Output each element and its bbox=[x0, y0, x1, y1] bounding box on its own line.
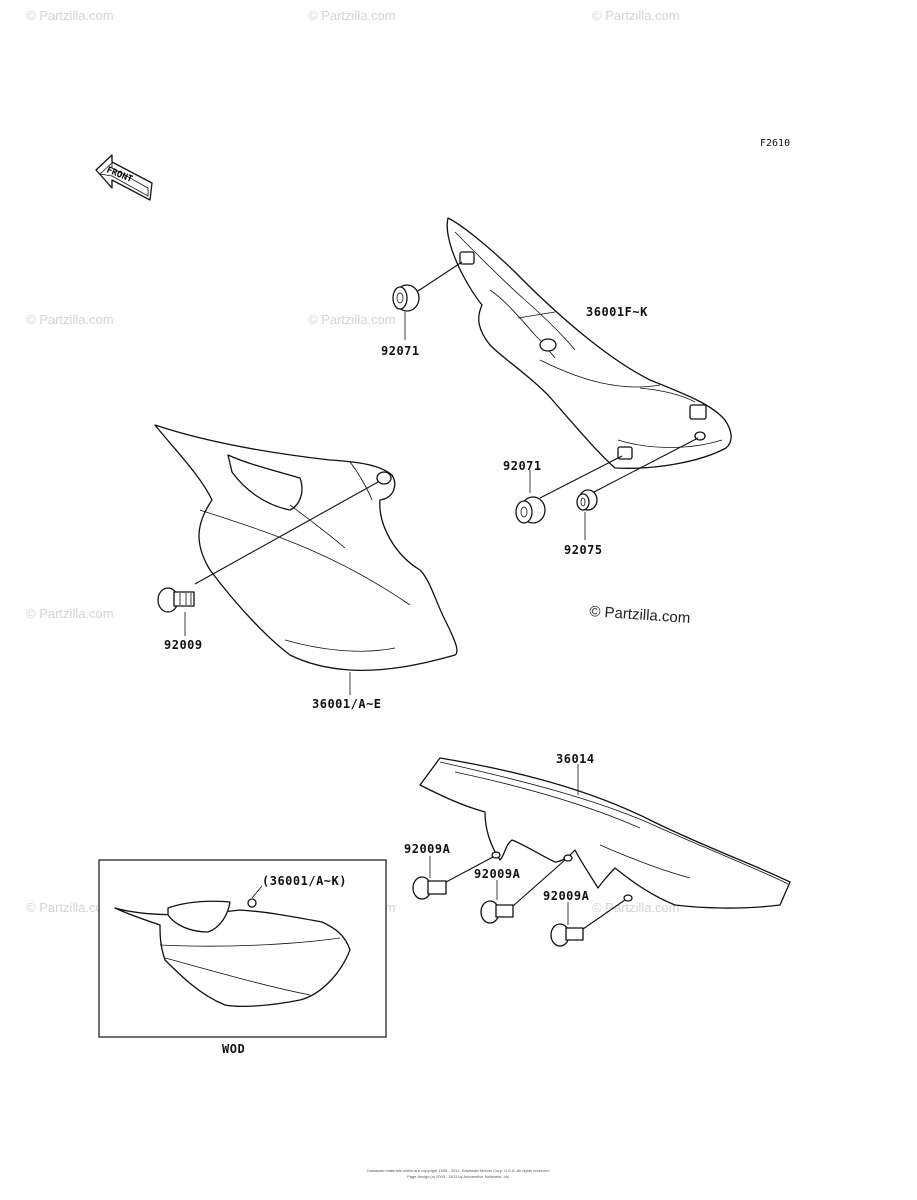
callout-36014: 36014 bbox=[556, 752, 595, 766]
callout-92071-top: 92071 bbox=[381, 344, 420, 358]
watermark: © Partzilla.com bbox=[26, 8, 114, 23]
watermark: © Partzilla.com bbox=[26, 900, 114, 915]
grommet-92071-top bbox=[392, 261, 463, 312]
figure-code: F2610 bbox=[760, 138, 791, 149]
watermark: © Partzilla.com bbox=[26, 606, 114, 621]
callout-36001f-k: 36001F~K bbox=[586, 305, 648, 319]
callout-36001-a-e: 36001/A~E bbox=[312, 697, 382, 711]
bolt-92009a-3 bbox=[550, 899, 626, 947]
callout-92009a-3: 92009A bbox=[543, 889, 590, 903]
watermark: © Partzilla.com bbox=[592, 8, 680, 23]
watermark: © Partzilla.com bbox=[308, 8, 396, 23]
bolt-92009a-2 bbox=[480, 859, 566, 924]
footer-line: Kawasaki materials within are copyright … bbox=[367, 1168, 550, 1173]
callout-92009a-2: 92009A bbox=[474, 867, 521, 881]
footer-line: Page design (c) 2003 - 2011 by Automotiv… bbox=[407, 1174, 510, 1179]
callout-92075: 92075 bbox=[564, 543, 603, 557]
front-arrow-icon: FRONT bbox=[95, 154, 153, 201]
grommet-92071-mid bbox=[515, 455, 623, 524]
left-side-cover bbox=[154, 424, 458, 671]
callout-92009: 92009 bbox=[164, 638, 203, 652]
chain-cover bbox=[419, 757, 791, 909]
inset-callout: (36001/A~K) bbox=[262, 874, 347, 888]
right-side-cover bbox=[446, 217, 732, 469]
watermark: © Partzilla.com bbox=[26, 312, 114, 327]
callout-92009a-1: 92009A bbox=[404, 842, 451, 856]
inset-caption: WOD bbox=[222, 1042, 246, 1056]
watermark: © Partzilla.com bbox=[308, 312, 396, 327]
bolt-92009a-1 bbox=[412, 856, 494, 900]
bolt-92009 bbox=[157, 587, 195, 613]
watermark: © Partzilla.com bbox=[592, 900, 680, 915]
leader-lines bbox=[184, 311, 586, 925]
inset-box bbox=[98, 859, 387, 1038]
callout-92071-mid: 92071 bbox=[503, 459, 542, 473]
grommet-92075 bbox=[576, 437, 699, 511]
